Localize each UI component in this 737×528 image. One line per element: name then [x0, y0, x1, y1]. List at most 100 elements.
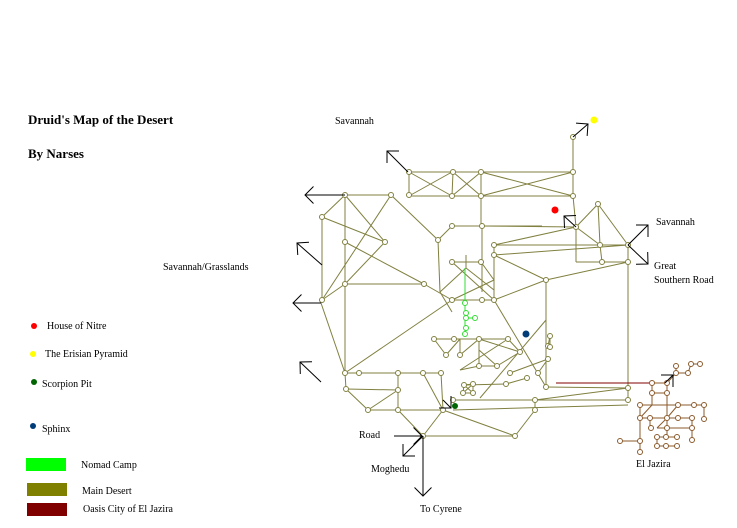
waypoint: [470, 381, 476, 387]
waypoint: [463, 310, 469, 316]
road-segment: [451, 261, 495, 301]
road-segment: [597, 203, 629, 246]
waypoint: [507, 370, 513, 376]
waypoint: [406, 169, 412, 175]
waypoint: [664, 390, 670, 396]
arrow-moghedu: [402, 435, 424, 457]
waypoint: [505, 336, 511, 342]
road-segment: [345, 388, 369, 411]
waypoint: [395, 387, 401, 393]
road-segment: [478, 349, 498, 367]
waypoint: [503, 381, 509, 387]
arrow-grasslands-nw-head: [296, 241, 310, 256]
legend-dot: [31, 323, 37, 329]
waypoint: [547, 344, 553, 350]
label-to-cyrene: To Cyrene: [420, 504, 462, 515]
road-segment: [437, 239, 441, 293]
road-segment: [459, 338, 480, 356]
road-segment: [572, 195, 577, 228]
waypoint: [637, 449, 643, 455]
waypoint: [599, 259, 605, 265]
waypoint: [673, 363, 679, 369]
label-el-jazira: El Jazira: [636, 459, 671, 470]
road-segment: [397, 409, 424, 437]
waypoint: [463, 315, 469, 321]
road-segment: [597, 203, 601, 246]
arrow-grasslands-w-head: [292, 294, 302, 312]
waypoint: [476, 336, 482, 342]
waypoint: [637, 438, 643, 444]
legend-dot: [31, 379, 37, 385]
arrow-house-of-nitre: [563, 215, 577, 228]
scorpion-pit-marker: [452, 403, 458, 409]
legend-swatch-main-desert: [27, 483, 67, 496]
road-segment: [465, 267, 495, 291]
arrow-great-southern-road-head: [635, 251, 649, 265]
waypoint: [491, 297, 497, 303]
waypoint: [547, 333, 553, 339]
waypoint: [625, 259, 631, 265]
road-segment: [478, 338, 521, 353]
waypoint: [649, 390, 655, 396]
waypoint: [461, 382, 467, 388]
legend-el-jazira: Oasis City of El Jazira: [83, 504, 173, 515]
road-segment: [514, 409, 536, 437]
waypoint: [663, 443, 669, 449]
road-segment: [545, 386, 629, 389]
waypoint: [664, 415, 670, 421]
waypoint: [543, 384, 549, 390]
waypoint: [457, 352, 463, 358]
waypoint: [395, 407, 401, 413]
waypoint: [545, 356, 551, 362]
road-segment: [423, 283, 453, 301]
waypoint: [421, 281, 427, 287]
waypoint: [648, 425, 654, 431]
waypoint: [438, 370, 444, 376]
waypoint: [649, 380, 655, 386]
legend-swatch-el-jazira: [27, 503, 67, 516]
road-segment: [433, 338, 447, 356]
waypoint: [476, 363, 482, 369]
road-segment: [344, 194, 386, 243]
waypoint: [673, 370, 679, 376]
label-moghedu: Moghedu: [371, 464, 410, 475]
road-segment: [408, 171, 453, 197]
label-savannah-east: Savannah: [656, 217, 695, 228]
legend-house-of-nitre: House of Nitre: [47, 321, 107, 332]
road-segment: [459, 365, 480, 371]
waypoint: [617, 438, 623, 444]
arrow-savannah-east: [627, 224, 649, 246]
waypoint: [494, 363, 500, 369]
legend-swatch-nomad-camp: [26, 458, 66, 471]
waypoint: [691, 402, 697, 408]
waypoint: [365, 407, 371, 413]
road-segment: [321, 194, 346, 218]
arrow-sw-head: [299, 361, 313, 375]
waypoint: [674, 443, 680, 449]
waypoint: [675, 402, 681, 408]
waypoint: [319, 214, 325, 220]
waypoint: [664, 425, 670, 431]
waypoint: [443, 352, 449, 358]
waypoint: [675, 415, 681, 421]
waypoint: [689, 425, 695, 431]
road-segment: [439, 291, 453, 313]
waypoint: [449, 259, 455, 265]
label-road: Road: [359, 430, 381, 441]
arrow-road-head: [413, 427, 423, 445]
road-segment: [445, 338, 461, 356]
waypoint: [697, 361, 703, 367]
waypoint: [532, 407, 538, 413]
waypoint: [689, 437, 695, 443]
waypoint: [388, 192, 394, 198]
road-segment: [437, 225, 453, 241]
arrow-savannah-east-head: [636, 224, 649, 237]
legend-nomad-camp: Nomad Camp: [81, 460, 137, 471]
road-segment: [509, 358, 549, 374]
waypoint: [406, 192, 412, 198]
arrow-pyramid-head: [575, 122, 589, 137]
waypoint: [463, 325, 469, 331]
label-great: Great: [654, 261, 677, 272]
arrow-scorpion-pit: [442, 399, 452, 409]
waypoint: [517, 349, 523, 355]
